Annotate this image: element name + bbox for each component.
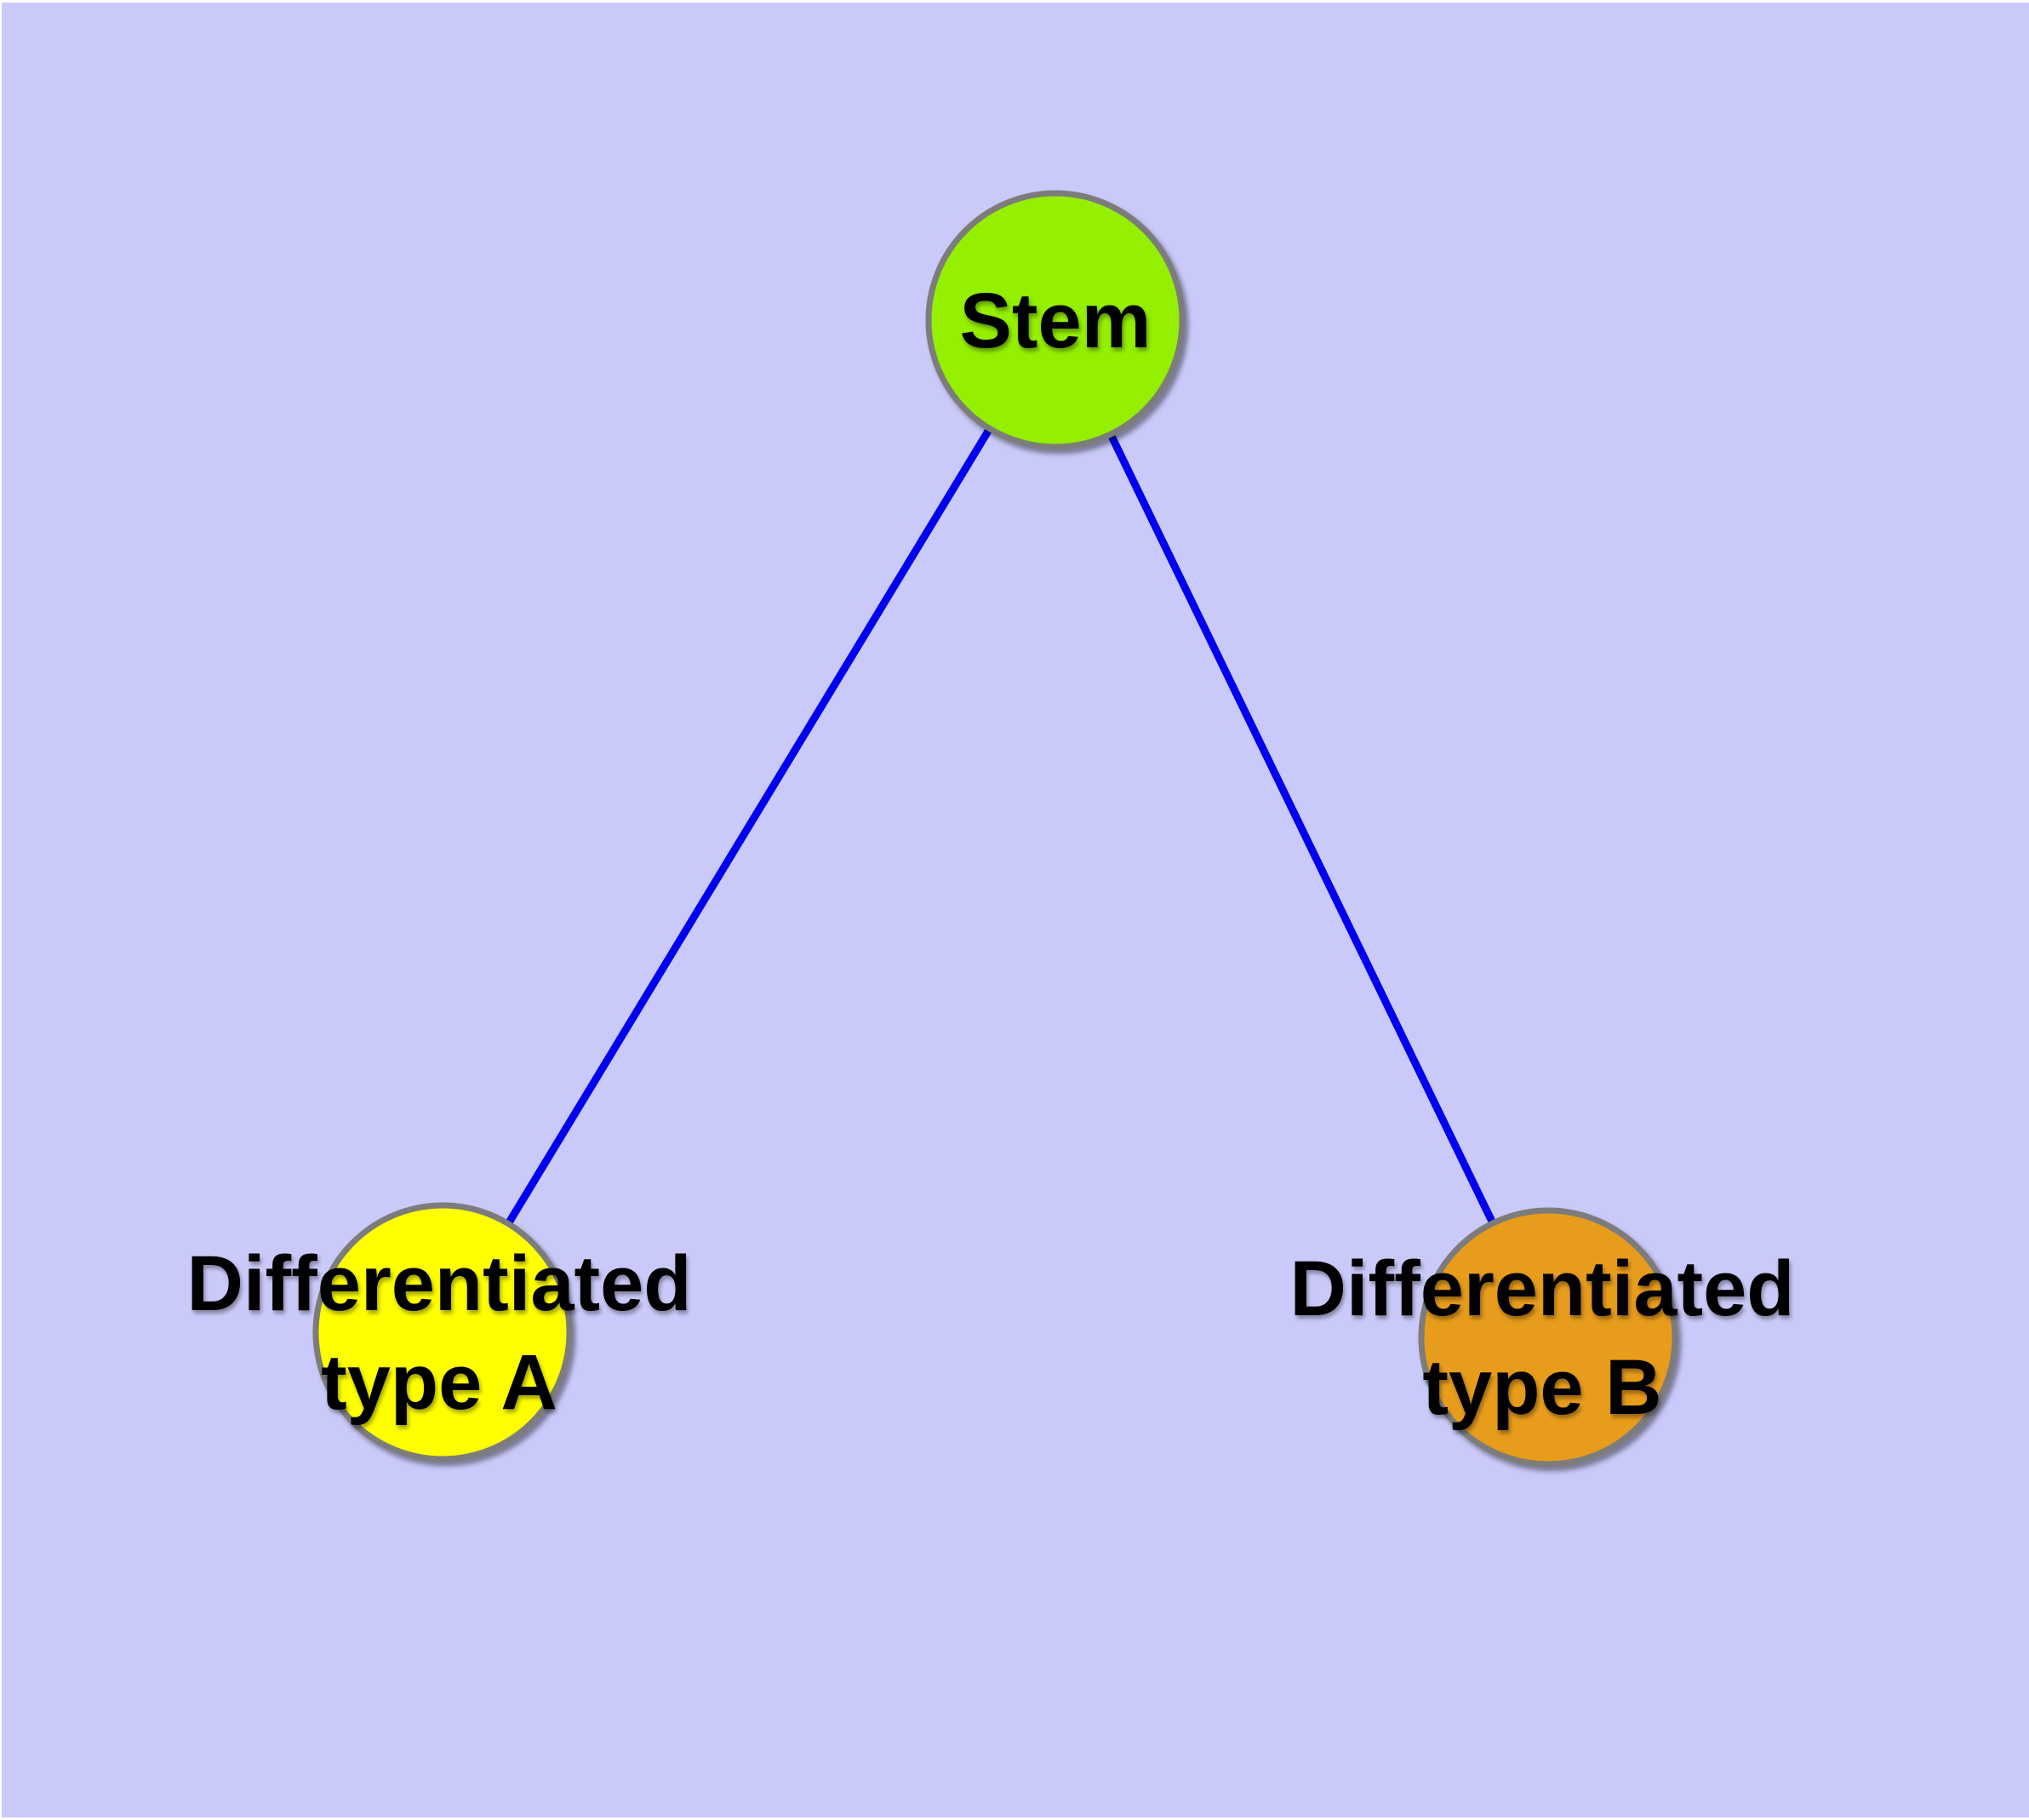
- node-stem: [925, 190, 1186, 450]
- node-type-a-label-line2: type A: [321, 1339, 557, 1426]
- edge-stem-to-type-b: [1051, 318, 1552, 1339]
- edge-stem-to-type-a: [439, 318, 1059, 1335]
- node-type-a: [312, 1202, 573, 1462]
- node-type-a-label-line1: Differentiated: [187, 1240, 692, 1327]
- node-stem-label: Stem: [960, 278, 1152, 364]
- node-type-b: [1418, 1207, 1678, 1468]
- node-type-b-label-line2: type B: [1422, 1344, 1661, 1431]
- node-type-b-label-line1: Differentiated: [1290, 1245, 1795, 1332]
